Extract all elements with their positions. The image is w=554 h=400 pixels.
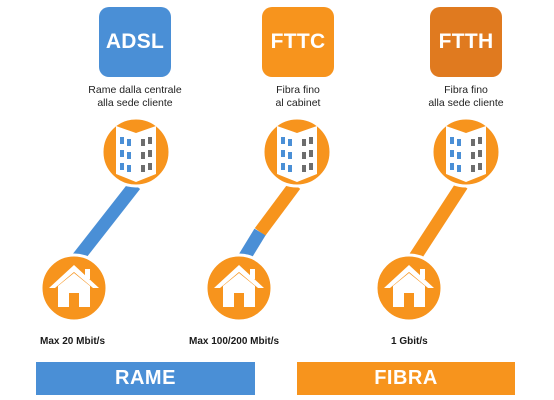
fttc-fiber-line: [254, 181, 301, 236]
ftth-description-line-1: Fibra fino: [444, 84, 488, 96]
adsl-description-line-1: Rame dalla centrale: [88, 84, 182, 96]
house-icon: [374, 253, 444, 323]
building-icon: [261, 116, 333, 188]
fttc-description-line-1: Fibra fino: [276, 84, 320, 96]
fttc-speed: Max 100/200 Mbit/s: [189, 336, 280, 347]
adsl-description-line-2: alla sede cliente: [97, 97, 173, 109]
fiber-legend-bar: FIBRA: [297, 362, 515, 395]
fttc-description: Fibra fino al cabinet: [228, 84, 368, 110]
house-icon: [204, 253, 274, 323]
ftth-description-line-2: alla sede cliente: [428, 97, 504, 109]
adsl-speed: Max 20 Mbit/s: [40, 336, 106, 347]
ftth-description: Fibra fino alla sede cliente: [396, 84, 536, 110]
building-icon: [100, 116, 172, 188]
copper-legend-bar: RAME: [36, 362, 255, 395]
ftth-badge: FTTH: [430, 7, 502, 77]
adsl-badge: ADSL: [99, 7, 171, 77]
house-icon: [39, 253, 109, 323]
ftth-fiber-line: [402, 181, 468, 272]
ftth-speed: 1 Gbit/s: [391, 336, 428, 347]
adsl-copper-line: [64, 180, 141, 273]
fttc-description-line-2: al cabinet: [275, 97, 321, 109]
fttc-badge: FTTC: [262, 7, 334, 77]
building-icon: [430, 116, 502, 188]
adsl-description: Rame dalla centrale alla sede cliente: [65, 84, 205, 110]
